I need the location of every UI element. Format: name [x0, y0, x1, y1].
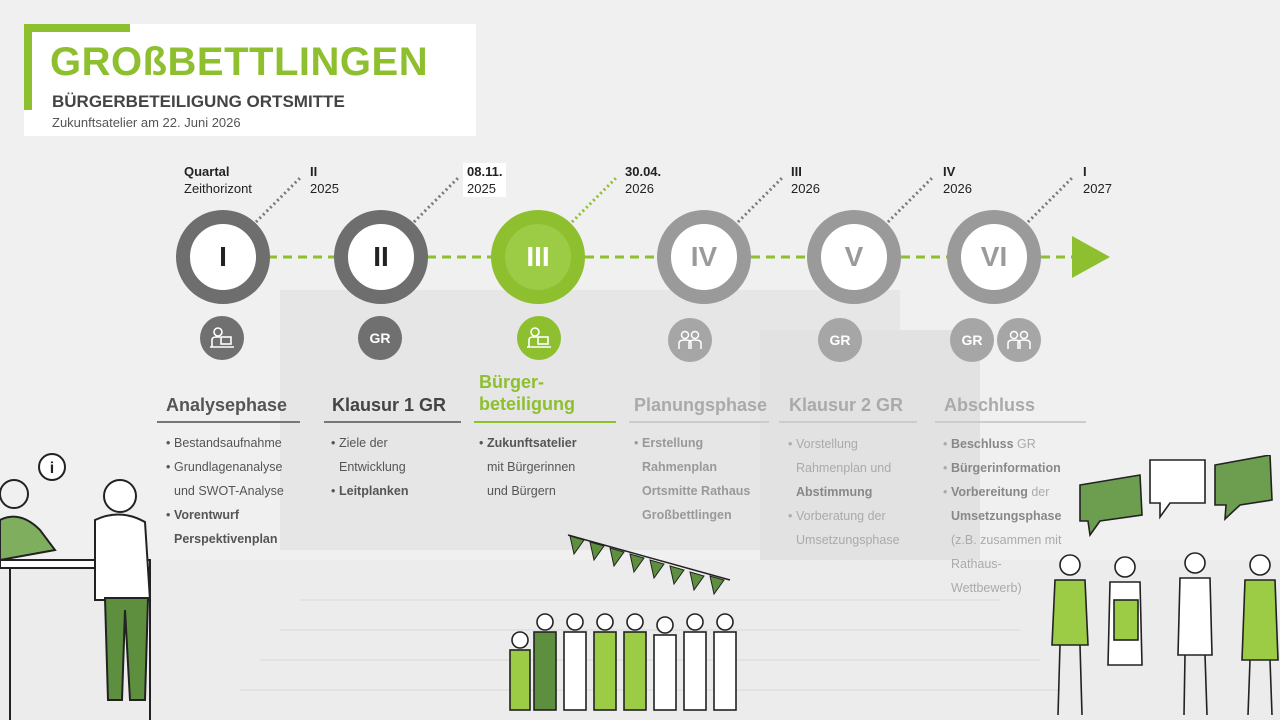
timeline-label-0811-2025: 08.11.2025 [463, 163, 507, 197]
workshop-icon [200, 316, 244, 360]
milestone-4: IV [657, 210, 751, 304]
phase-list-buerger: Zukunftsatelier mit Bürgerinnen und Bürg… [479, 431, 624, 503]
list-item: Leitplanken [331, 479, 476, 503]
svg-text:i: i [50, 460, 54, 477]
milestone-3-label: III [505, 224, 571, 290]
list-item: Vorentwurf [166, 503, 311, 527]
list-item: Vorstellung [788, 432, 933, 456]
info-desk-illustration: i [0, 453, 152, 720]
title-accent-vertical [24, 24, 32, 110]
timeline-arrowhead [1072, 236, 1110, 278]
phase-divider [779, 421, 917, 423]
group-icon [997, 318, 1041, 362]
discussion-illustration [1051, 455, 1279, 716]
list-item: Vorberatung der [788, 504, 933, 528]
phase-title-klausur2: Klausur 2 GR [789, 395, 904, 415]
phase-list-klausur2: Vorstellung Rahmenplan und Abstimmung Vo… [788, 432, 933, 552]
brand-title: GROßBETTLINGEN [50, 40, 429, 84]
phase-title-klausur1: Klausur 1 GR [332, 395, 447, 415]
list-item: Bestandsaufnahme [166, 431, 311, 455]
event-date: Zukunftsatelier am 22. Juni 2026 [52, 115, 241, 130]
milestone-2: II [334, 210, 428, 304]
phase-title-abschluss: Abschluss [944, 395, 1036, 415]
phase-divider [629, 421, 769, 423]
workshop-icon [517, 316, 561, 360]
badge-gr-3: GR [950, 318, 994, 362]
phase-list-klausur1: Ziele der Entwicklung Leitplanken [331, 431, 476, 503]
page-subtitle: BÜRGERBETEILIGUNG ORTSMITTE [52, 92, 345, 111]
phase-title-buergerbeteiligung: Bürger-beteiligung [479, 372, 575, 414]
title-box [24, 24, 476, 136]
list-item: Zukunftsatelier [479, 431, 624, 455]
phase-divider [474, 421, 616, 423]
list-item: Erstellung [634, 431, 779, 455]
milestone-5: V [807, 210, 901, 304]
title-accent-horizontal [24, 24, 130, 32]
phase-divider [324, 421, 461, 423]
phase-divider [935, 421, 1086, 423]
list-item: Beschluss GR [943, 432, 1088, 456]
phase-list-planung: Erstellung Rahmenplan Ortsmitte Rathaus … [634, 431, 779, 527]
list-item: Ziele der [331, 431, 476, 455]
milestone-1: I [176, 210, 270, 304]
badge-gr-2: GR [818, 318, 862, 362]
phase-divider [157, 421, 300, 423]
timeline-label-3004-2026: 30.04.2026 [625, 164, 662, 196]
phase-title-planung: Planungsphase [634, 395, 768, 415]
badge-gr-1: GR [358, 316, 402, 360]
list-item: Vorbereitung der [943, 480, 1088, 504]
phase-list-abschluss: Beschluss GR Bürgerinformation Vorbereit… [943, 432, 1088, 600]
phase-title-analyse: Analysephase [166, 395, 288, 415]
group-icon [668, 318, 712, 362]
list-item: Bürgerinformation [943, 456, 1088, 480]
group-illustration [509, 534, 737, 711]
milestone-3: III [491, 210, 585, 304]
list-item: Grundlagenanalyse [166, 455, 311, 479]
phase-list-analyse: Bestandsaufnahme Grundlagenanalyse und S… [166, 431, 311, 551]
milestone-6: VI [947, 210, 1041, 304]
